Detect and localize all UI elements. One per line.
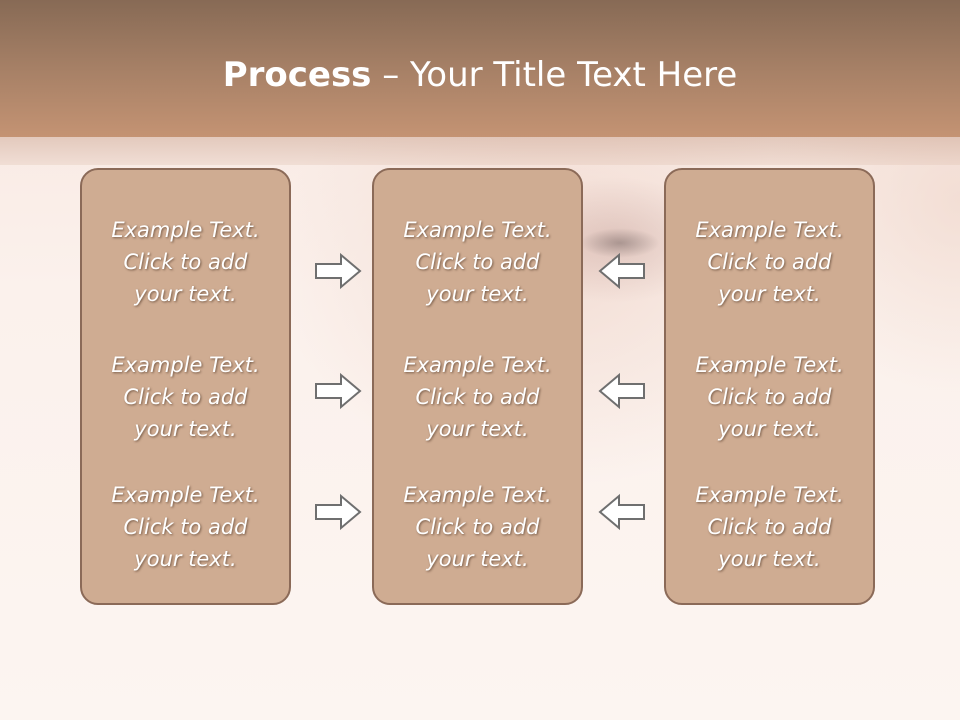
left-arrow-icon xyxy=(598,252,645,290)
box-text[interactable]: Example Text. Click to add your text. xyxy=(403,353,552,441)
right-arrow-icon xyxy=(315,493,362,531)
process-box-center[interactable]: Example Text. Click to add your text. Ex… xyxy=(372,168,583,605)
process-box-left[interactable]: Example Text. Click to add your text. Ex… xyxy=(80,168,291,605)
title-bar xyxy=(0,0,960,137)
left-arrow-icon xyxy=(598,493,645,531)
box-text[interactable]: Example Text. Click to add your text. xyxy=(403,483,552,571)
right-arrow-icon xyxy=(315,252,362,290)
box-text[interactable]: Example Text. Click to add your text. xyxy=(111,353,260,441)
box-text[interactable]: Example Text. Click to add your text. xyxy=(695,353,844,441)
slide-title-rest: – Your Title Text Here xyxy=(371,55,738,95)
box-text[interactable]: Example Text. Click to add your text. xyxy=(403,218,552,306)
box-text[interactable]: Example Text. Click to add your text. xyxy=(111,218,260,306)
right-arrow-icon xyxy=(315,372,362,410)
box-text[interactable]: Example Text. Click to add your text. xyxy=(695,218,844,306)
box-text[interactable]: Example Text. Click to add your text. xyxy=(695,483,844,571)
left-arrow-icon xyxy=(598,372,645,410)
box-text[interactable]: Example Text. Click to add your text. xyxy=(111,483,260,571)
process-box-right[interactable]: Example Text. Click to add your text. Ex… xyxy=(664,168,875,605)
slide-title[interactable]: Process – Your Title Text Here xyxy=(0,52,960,98)
slide-title-bold: Process xyxy=(222,55,372,95)
title-strip xyxy=(0,137,960,165)
